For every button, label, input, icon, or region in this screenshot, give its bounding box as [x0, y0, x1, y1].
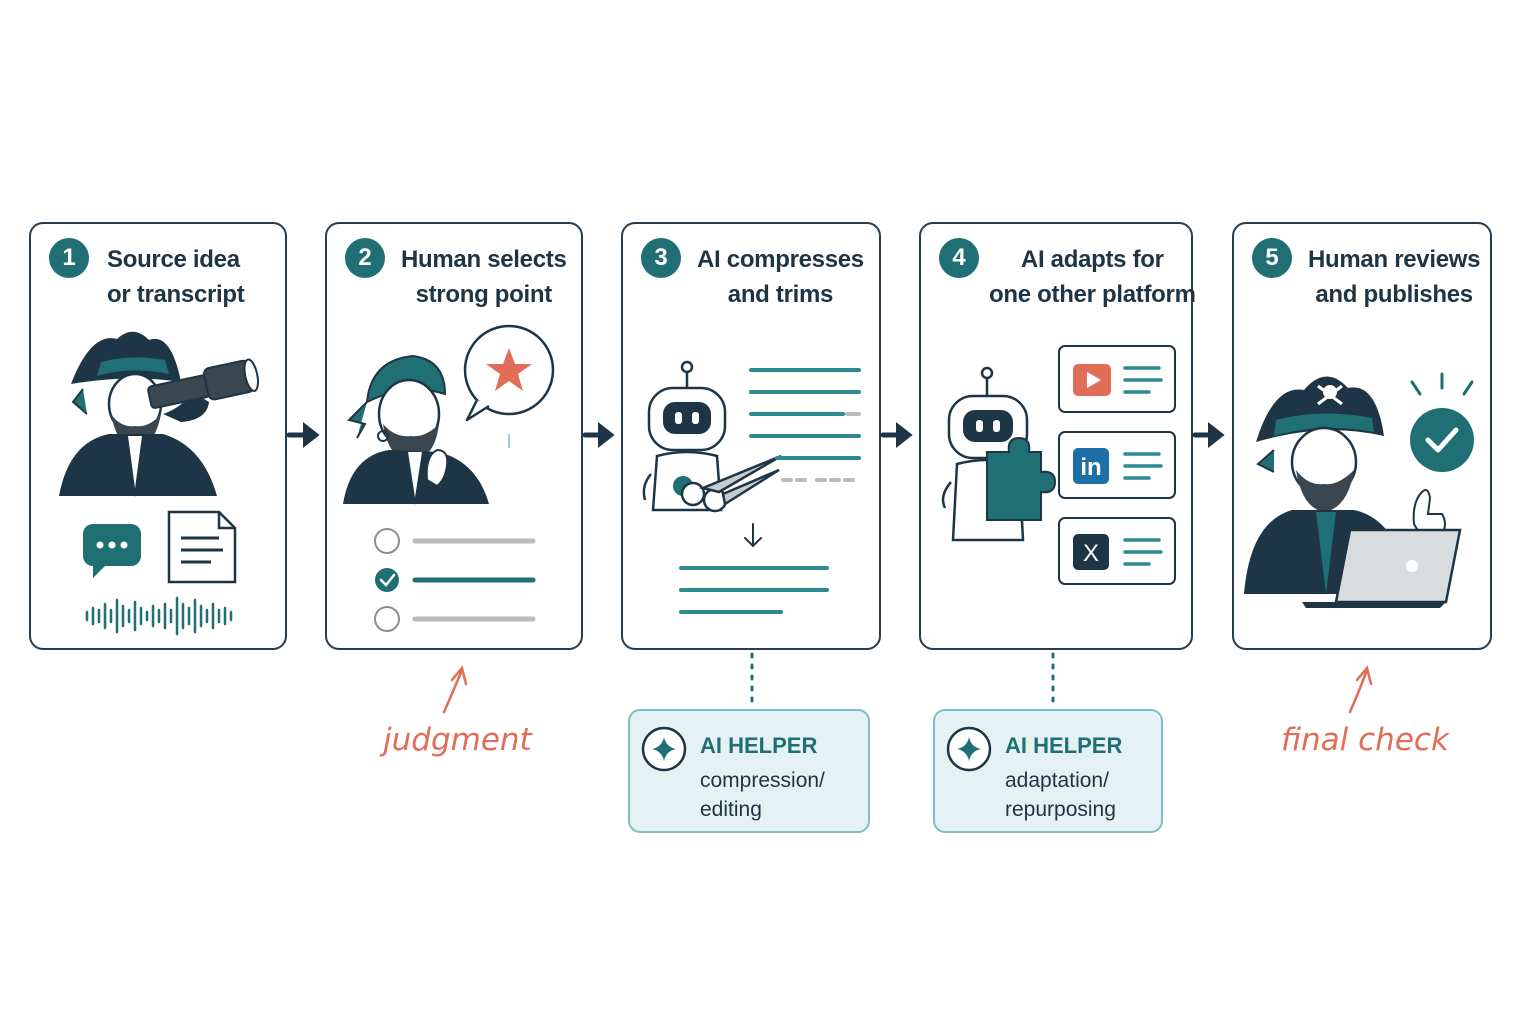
scissors-icon: [680, 454, 782, 513]
helper-title: AI HELPER: [700, 733, 818, 758]
step-title: Human selects strong point: [401, 246, 567, 308]
pirate-laptop-illustration: [1244, 372, 1474, 608]
down-arrow-icon: [744, 523, 762, 548]
arrow-4-to-5: [1192, 421, 1225, 449]
helper-description: adaptation/ repurposing: [1005, 769, 1116, 821]
skull-crossbones-icon: [1317, 384, 1343, 406]
step-title: AI adapts for one other platform: [989, 246, 1196, 308]
step-number: 5: [1252, 238, 1292, 278]
puzzle-piece-icon: [986, 436, 1057, 521]
star-speech-bubble-icon: [463, 324, 555, 422]
step-card-4: 4 AI adapts for one other platform in: [919, 222, 1196, 650]
robot-scissors-illustration: [642, 360, 861, 614]
final-check-note: final check: [1281, 722, 1449, 758]
step-number: 1: [49, 238, 89, 278]
arrow-2-to-3: [582, 421, 615, 449]
selection-checklist: [374, 528, 536, 632]
step-number: 3: [641, 238, 681, 278]
step-card-1: 1 Source idea or transcript: [29, 222, 287, 650]
step-number: 4: [939, 238, 979, 278]
sparkle-icon: [641, 726, 687, 772]
linkedin-icon: in: [1080, 454, 1101, 481]
step-title: Human reviews and publishes: [1308, 246, 1481, 308]
judgment-note: judgment: [383, 722, 532, 758]
ai-helper-box-compression: AI HELPER compression/ editing: [628, 709, 870, 833]
arrow-3-to-4: [880, 421, 913, 449]
laptop-icon: [1302, 528, 1462, 608]
chat-bubble-icon: [83, 524, 141, 578]
sparkle-icon: [946, 726, 992, 772]
audio-waveform-icon: [85, 596, 233, 636]
final-check-arrow: [1348, 665, 1373, 714]
check-circle-icon: [375, 568, 399, 592]
step-card-3: 3 AI compresses and trims: [621, 222, 881, 650]
check-badge-icon: [1410, 372, 1474, 472]
platform-linkedin: in: [1058, 431, 1176, 499]
thinking-pirate-illustration: [343, 324, 555, 632]
step-card-2: 2 Human selects strong point: [325, 222, 583, 650]
step-number: 2: [345, 238, 385, 278]
play-icon: [1087, 372, 1101, 388]
helper-description: compression/ editing: [700, 769, 825, 821]
x-icon: X: [1083, 540, 1099, 567]
pirate-telescope-illustration: [59, 331, 259, 636]
document-icon: [167, 510, 237, 584]
arrow-1-to-2: [286, 421, 320, 449]
ai-helper-box-adaptation: AI HELPER adaptation/ repurposing: [933, 709, 1163, 833]
platform-youtube: [1058, 345, 1176, 413]
step-card-5: 5 Human reviews and publishes: [1232, 222, 1492, 650]
robot-puzzle-illustration: in X: [941, 345, 1176, 585]
judgment-arrow: [442, 665, 468, 714]
step-title: AI compresses and trims: [697, 246, 864, 308]
platform-x: X: [1058, 517, 1176, 585]
helper-title: AI HELPER: [1005, 733, 1123, 758]
step-title: Source idea or transcript: [107, 246, 245, 308]
